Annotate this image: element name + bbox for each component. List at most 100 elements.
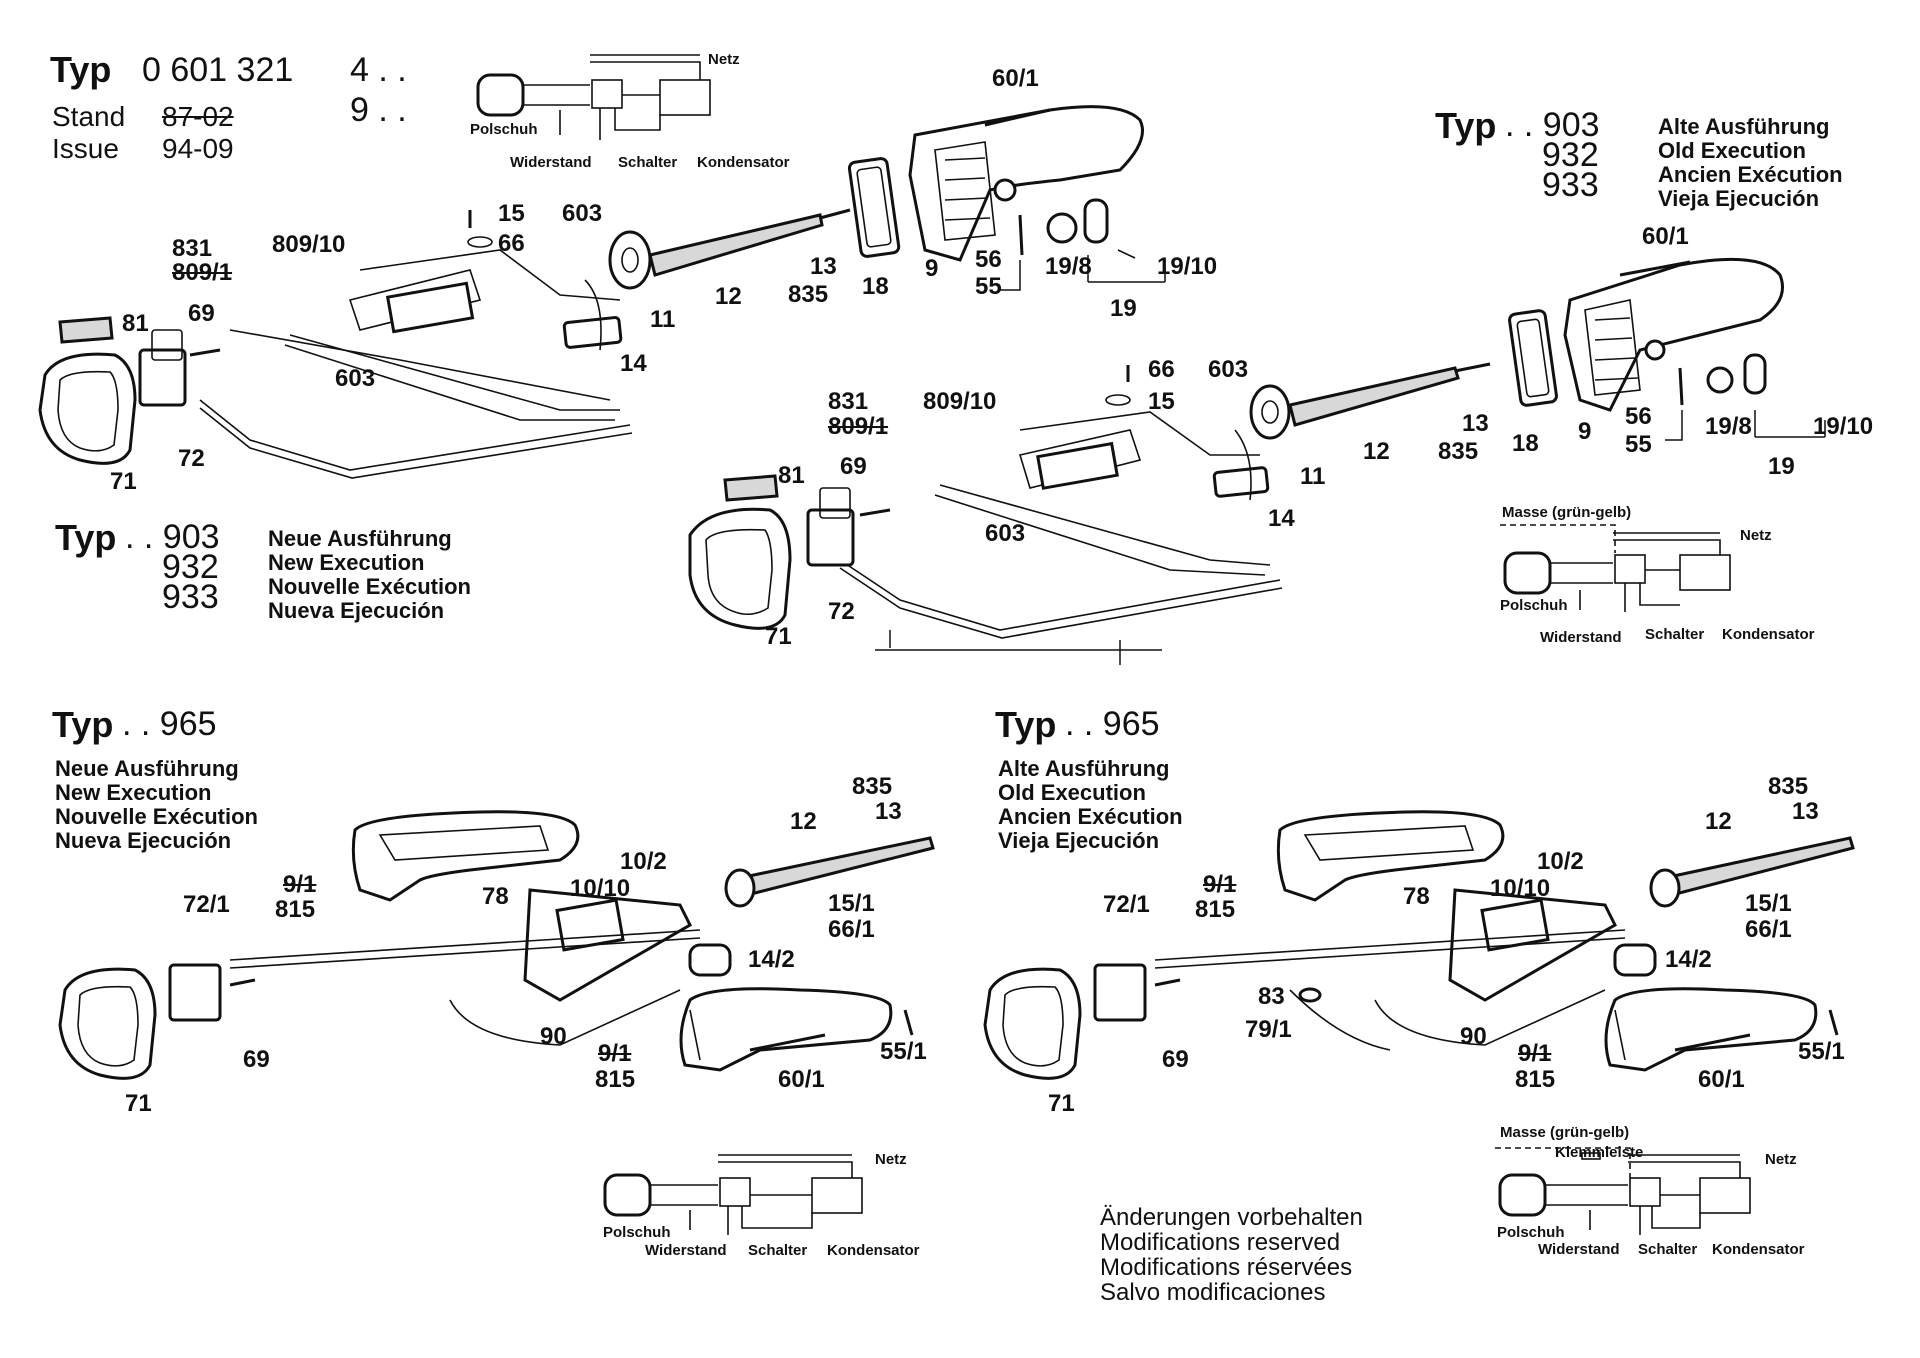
- part-label: 14: [620, 350, 647, 377]
- section-old-top-type-1: . . 903: [1505, 106, 1600, 144]
- part-label: 81: [778, 462, 805, 489]
- netz-label: Netz: [1740, 527, 1772, 544]
- part-label: 831: [828, 388, 869, 415]
- exec-es: Vieja Ejecución: [1658, 186, 1820, 211]
- exec-en: New Execution: [268, 550, 425, 575]
- kondensator-label: Kondensator: [697, 154, 790, 171]
- part-label: 12: [790, 808, 817, 835]
- part-label: 69: [188, 300, 215, 327]
- section-old-top-execution: Alte Ausführung Old Execution Ancien Exé…: [1658, 115, 1843, 211]
- part-label: 831: [172, 235, 213, 262]
- part-label: 9: [925, 255, 939, 282]
- section-new-top-type-2: 932: [162, 548, 219, 586]
- schalter-label: Schalter: [1645, 626, 1705, 643]
- part-label: 56: [975, 246, 1002, 273]
- assembly-bottom-right: [983, 810, 1855, 1080]
- exec-de: Alte Ausführung: [1658, 114, 1830, 139]
- klemmleiste-label: Klemmleiste: [1555, 1144, 1644, 1161]
- exec-fr: Ancien Exécution: [998, 804, 1183, 829]
- part-label: 55: [1625, 431, 1652, 458]
- part-label: 60/1: [992, 65, 1039, 92]
- part-label: 19/10: [1813, 413, 1874, 440]
- part-label: 19: [1110, 295, 1137, 322]
- section-new-bottom-typ: Typ: [52, 704, 114, 745]
- leader-lines: [875, 255, 1826, 665]
- netz-label: Netz: [875, 1151, 907, 1168]
- widerstand-label: Widerstand: [1538, 1241, 1620, 1258]
- part-label: 815: [1515, 1066, 1556, 1093]
- section-new-bottom-type: . . 965: [122, 705, 217, 743]
- part-label: 83: [1258, 983, 1285, 1010]
- part-label: 15: [1148, 388, 1175, 415]
- part-label: 13: [1462, 410, 1489, 437]
- part-label: 12: [1705, 808, 1732, 835]
- exec-de: Neue Ausführung: [268, 526, 452, 551]
- part-label: 835: [852, 773, 893, 800]
- part-label: 66/1: [828, 916, 875, 943]
- part-label: 18: [862, 273, 889, 300]
- issue-value: 94-09: [162, 133, 234, 164]
- part-label: 15: [498, 200, 525, 227]
- part-label: 815: [595, 1066, 636, 1093]
- modifications-es: Salvo modificaciones: [1100, 1279, 1326, 1306]
- part-label: 90: [540, 1023, 567, 1050]
- widerstand-label: Widerstand: [510, 154, 592, 171]
- part-label: 71: [125, 1090, 152, 1117]
- exec-en: Old Execution: [1658, 138, 1806, 163]
- part-label: 69: [840, 453, 867, 480]
- exec-en: Old Execution: [998, 780, 1146, 805]
- part-label: 69: [1162, 1046, 1189, 1073]
- polschuh-label: Polschuh: [470, 121, 538, 138]
- part-label: 60/1: [1698, 1066, 1745, 1093]
- part-label: 12: [715, 283, 742, 310]
- section-old-top-typ: Typ: [1435, 105, 1497, 146]
- widerstand-label: Widerstand: [1540, 629, 1622, 646]
- modifications-de: Änderungen vorbehalten: [1100, 1204, 1363, 1231]
- assembly-top-right: [688, 257, 1784, 639]
- section-new-top-type-3: 933: [162, 578, 219, 616]
- part-label: 809/1: [828, 413, 889, 440]
- part-label: 71: [1048, 1090, 1075, 1117]
- exec-en: New Execution: [55, 780, 212, 805]
- section-old-bottom-execution: Alte Ausführung Old Execution Ancien Exé…: [998, 757, 1183, 853]
- exec-de: Alte Ausführung: [998, 756, 1170, 781]
- part-label: 55/1: [880, 1038, 927, 1065]
- part-label: 603: [335, 365, 376, 392]
- schalter-label: Schalter: [748, 1242, 808, 1259]
- part-label: 72/1: [1103, 891, 1150, 918]
- part-label: 66: [1148, 356, 1175, 383]
- part-label: 14: [1268, 505, 1295, 532]
- issue-label: Issue: [52, 133, 119, 164]
- part-label: 79/1: [1245, 1016, 1292, 1043]
- section-new-top-typ: Typ: [55, 517, 117, 558]
- part-label: 56: [1625, 403, 1652, 430]
- wiring-diagram-bottom-right: [1495, 1147, 1751, 1235]
- schalter-label: Schalter: [1638, 1241, 1698, 1258]
- part-label: 9/1: [598, 1040, 632, 1067]
- part-label: 809/1: [172, 259, 233, 286]
- header-typ-number: 0 601 321: [142, 51, 294, 89]
- part-label: 71: [110, 468, 137, 495]
- part-label: 10/10: [570, 875, 631, 902]
- netz-label: Netz: [1765, 1151, 1797, 1168]
- part-label: 11: [1300, 463, 1326, 490]
- section-old-bottom-type: . . 965: [1065, 705, 1160, 743]
- exec-es: Nueva Ejecución: [55, 828, 232, 853]
- exec-es: Vieja Ejecución: [998, 828, 1160, 853]
- part-label: 55: [975, 273, 1002, 300]
- part-label: 9/1: [1518, 1040, 1552, 1067]
- part-label: 15/1: [828, 890, 875, 917]
- part-label: 14/2: [1665, 946, 1712, 973]
- kondensator-label: Kondensator: [1722, 626, 1815, 643]
- part-label: 69: [243, 1046, 270, 1073]
- part-label: 603: [1208, 356, 1249, 383]
- part-label: 815: [275, 896, 316, 923]
- exec-de: Neue Ausführung: [55, 756, 239, 781]
- part-label: 90: [1460, 1023, 1487, 1050]
- wiring-diagram-top-left: [476, 54, 711, 140]
- exec-es: Nueva Ejecución: [268, 598, 445, 623]
- section-old-top-type-3: 933: [1542, 166, 1599, 204]
- part-label: 19/8: [1045, 253, 1092, 280]
- part-label: 18: [1512, 430, 1539, 457]
- part-label: 60/1: [778, 1066, 825, 1093]
